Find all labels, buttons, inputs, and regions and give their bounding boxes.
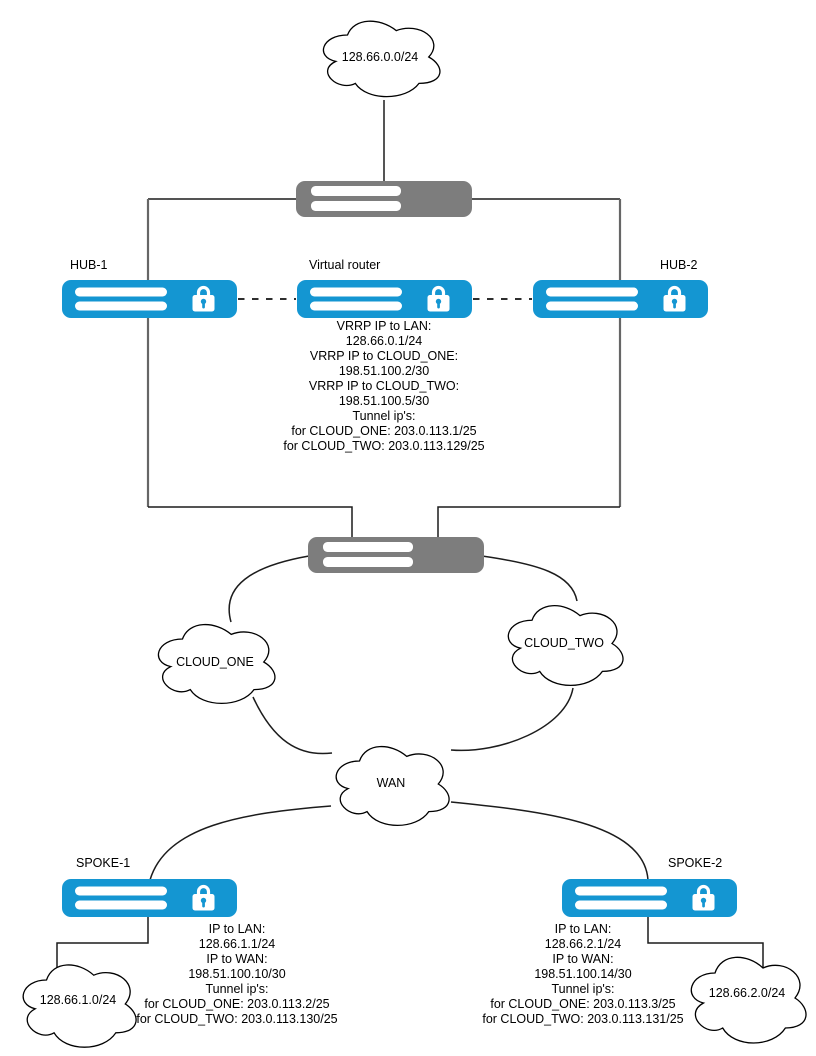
router-slot: [546, 287, 638, 297]
spoke2-label: SPOKE-2: [668, 856, 722, 870]
router-slot: [546, 301, 638, 311]
router-slot: [75, 886, 167, 896]
cloud-lan2: [690, 956, 807, 1044]
cloud-lan1: [22, 964, 137, 1048]
hub2-router: [533, 280, 708, 318]
hub1-label: HUB-1: [70, 258, 108, 272]
lock-icon: [427, 285, 450, 312]
spoke1-detail-line: Tunnel ip's:: [205, 982, 268, 996]
router-slot: [310, 301, 402, 311]
edge-spoke2-lan2: [647, 917, 764, 975]
spoke2-detail-line: for CLOUD_TWO: 203.0.113.131/25: [482, 1012, 683, 1026]
lock-icon: [663, 285, 686, 312]
spoke1-detail-line: IP to LAN:: [209, 922, 266, 936]
edge-wan-spoke2: [450, 801, 649, 881]
cloud-top-label: 128.66.0.0/24: [342, 50, 419, 64]
cloud-two-label: CLOUD_TWO: [524, 636, 604, 650]
virtual-detail-line: for CLOUD_ONE: 203.0.113.1/25: [291, 424, 476, 438]
edge-spoke1-lan1: [56, 917, 149, 970]
lock-icon: [192, 285, 215, 312]
spoke1-detail-line: for CLOUD_TWO: 203.0.113.130/25: [136, 1012, 337, 1026]
virtual-detail-line: VRRP IP to LAN:: [337, 319, 432, 333]
spoke2-detail-line: Tunnel ip's:: [551, 982, 614, 996]
cloud-lan2-label: 128.66.2.0/24: [709, 986, 786, 1000]
switch-slot: [323, 542, 413, 552]
router-slot: [575, 886, 667, 896]
cloud-one: [157, 623, 276, 705]
spoke1-router: [62, 879, 237, 917]
router-slot: [310, 287, 402, 297]
router-slot: [75, 900, 167, 910]
edge-cloudtwo-wan: [450, 687, 574, 752]
spoke2-detail-line: IP to LAN:: [555, 922, 612, 936]
edge-cloudone-wan: [252, 696, 333, 755]
hub1-router: [62, 280, 237, 318]
router-slot: [75, 301, 167, 311]
spoke2-detail-line: 128.66.2.1/24: [545, 937, 622, 951]
spoke1-detail-line: 128.66.1.1/24: [199, 937, 276, 951]
switch-slot: [311, 201, 401, 211]
router-slot: [575, 900, 667, 910]
virtual-detail-line: VRRP IP to CLOUD_ONE:: [310, 349, 458, 363]
virtual-router: [297, 280, 472, 318]
spoke2-router: [562, 879, 737, 917]
spoke2-detail-line: IP to WAN:: [552, 952, 613, 966]
virtual-detail-line: Tunnel ip's:: [352, 409, 415, 423]
edge-bottom-left-horizontal: [148, 506, 353, 538]
virtual-detail-line: 198.51.100.2/30: [339, 364, 429, 378]
edge-switch2-cloudtwo: [481, 555, 578, 602]
router-slot: [75, 287, 167, 297]
cloud-top: [322, 20, 441, 98]
lock-icon: [692, 884, 715, 911]
edge-switch2-cloudone: [228, 555, 310, 623]
virtual-detail-line: for CLOUD_TWO: 203.0.113.129/25: [283, 439, 484, 453]
switch-bottom: [308, 537, 484, 573]
virtual-router-label: Virtual router: [309, 258, 380, 272]
switch-slot: [311, 186, 401, 196]
hub2-label: HUB-2: [660, 258, 698, 272]
virtual-detail-line: 198.51.100.5/30: [339, 394, 429, 408]
spoke2-detail-line: for CLOUD_ONE: 203.0.113.3/25: [490, 997, 675, 1011]
spoke2-detail-line: 198.51.100.14/30: [534, 967, 631, 981]
lock-icon: [192, 884, 215, 911]
spoke1-detail-line: 198.51.100.10/30: [188, 967, 285, 981]
virtual-detail-line: VRRP IP to CLOUD_TWO:: [309, 379, 459, 393]
cloud-two: [507, 605, 624, 686]
switch-slot: [323, 557, 413, 567]
edge-wan-spoke1: [149, 805, 332, 881]
virtual-detail-line: 128.66.0.1/24: [346, 334, 423, 348]
cloud-wan-label: WAN: [377, 776, 406, 790]
spoke1-label: SPOKE-1: [76, 856, 130, 870]
edge-bottom-right-horizontal: [437, 506, 620, 538]
cloud-lan1-label: 128.66.1.0/24: [40, 993, 117, 1007]
spoke1-detail-line: for CLOUD_ONE: 203.0.113.2/25: [144, 997, 329, 1011]
spoke1-detail-line: IP to WAN:: [206, 952, 267, 966]
cloud-one-label: CLOUD_ONE: [176, 655, 254, 669]
cloud-wan: [335, 745, 450, 827]
switch-top: [296, 181, 472, 217]
